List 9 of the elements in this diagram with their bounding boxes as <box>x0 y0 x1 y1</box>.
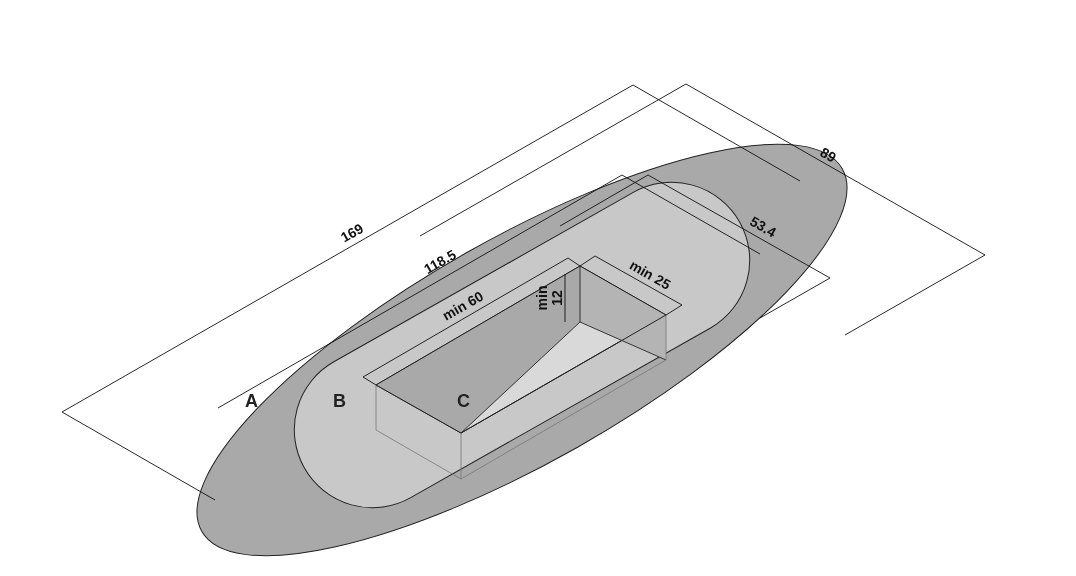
dimension-label: 89 <box>817 144 839 166</box>
dimension-label: min 60 <box>440 288 486 324</box>
dimension-label: min 25 <box>627 257 673 293</box>
zone-letter: B <box>333 392 346 410</box>
dimension-label: min 12 <box>535 284 565 313</box>
dimension-label: 169 <box>338 220 366 246</box>
zone-letter: A <box>245 392 258 410</box>
zone-letter: C <box>457 392 470 410</box>
dimension-label: 53.4 <box>747 213 779 241</box>
